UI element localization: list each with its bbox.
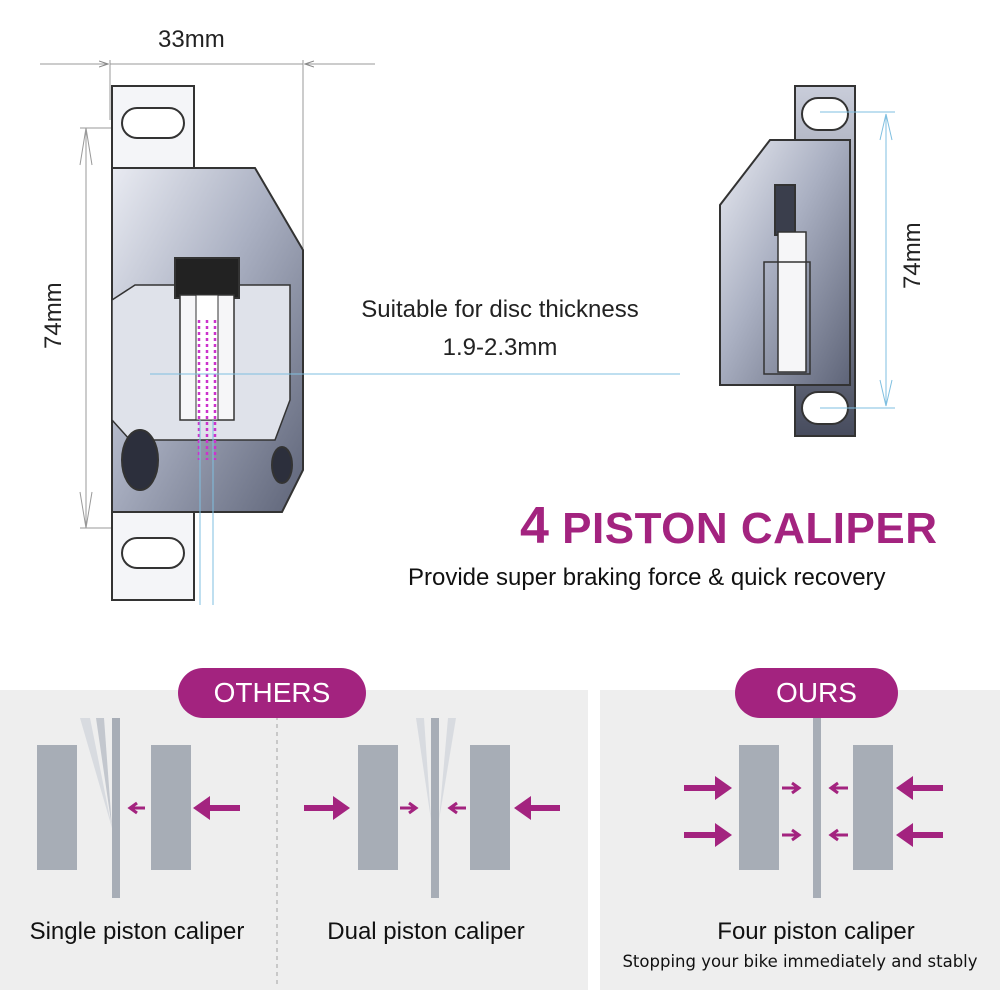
arrow-head [514,796,531,820]
ours-badge: OURS [735,668,898,718]
headline-number: 4 [520,497,550,555]
others-badge: OTHERS [178,668,366,718]
arrow-head [896,823,913,847]
dual-piston-diagram [304,718,560,898]
pad [739,745,779,870]
arrow-head [715,776,732,800]
left-caliper-body [111,85,304,601]
right-height-dimension-label: 74mm [899,222,926,289]
pad [37,745,77,870]
comparison-graphics [37,700,943,985]
ours-panel [600,690,1000,990]
width-dimension-label: 33mm [158,26,225,53]
pad [358,745,398,870]
dual-piston-caption: Dual piston caliper [327,918,525,945]
disc-thickness-label: Suitable for disc thickness [361,296,639,323]
arrow-small [127,801,145,815]
pad [853,745,893,870]
single-piston-diagram [37,718,240,898]
right-caliper-body [719,85,856,437]
headline: 4 PISTON CALIPER [520,496,938,556]
flex-disc [439,718,456,820]
arrow-small [400,801,419,815]
flex-disc [96,718,112,828]
arrow-small [782,828,802,842]
arrow-small [828,828,848,842]
caliper-technical-drawing [40,60,895,605]
arrow-small [782,781,802,795]
four-piston-diagram [684,718,943,898]
disc [112,718,120,898]
arrow-small [447,801,466,815]
single-piston-caption: Single piston caliper [29,918,245,945]
disc-marker [197,320,217,460]
disc [813,718,821,898]
flex-disc [416,718,431,820]
headline-text: PISTON CALIPER [562,504,938,553]
pad [470,745,510,870]
disc-thickness-value: 1.9-2.3mm [442,334,558,361]
arrow-head [896,776,913,800]
right-height-dimension [820,111,895,409]
arrow-head [193,796,210,820]
width-dimension [40,60,375,260]
flex-disc [80,718,112,828]
disc [431,718,439,898]
arrow-small [828,781,848,795]
arrow-head [333,796,350,820]
left-height-dimension-label: 74mm [40,282,67,349]
subheadline: Provide super braking force & quick reco… [408,564,886,591]
four-piston-note: Stopping your bike immediately and stabl… [622,952,978,971]
pad [151,745,191,870]
four-piston-caption: Four piston caliper [717,918,915,945]
left-height-dimension [79,127,115,529]
arrow-head [715,823,732,847]
